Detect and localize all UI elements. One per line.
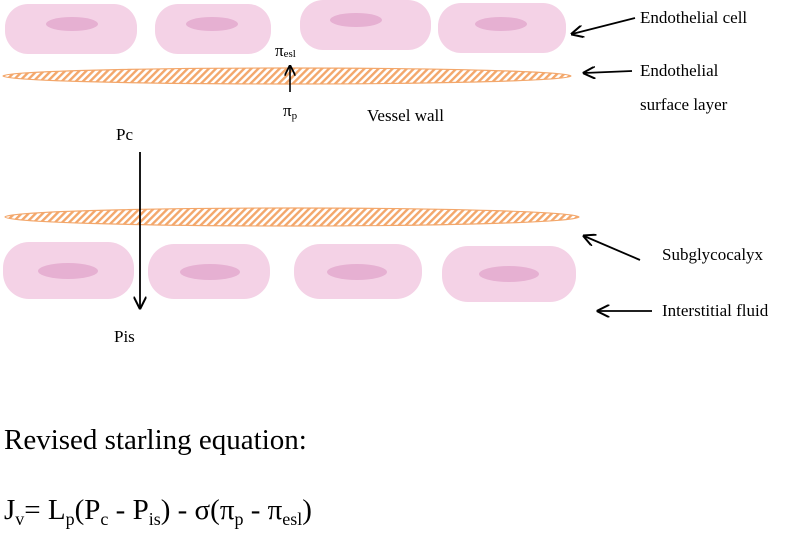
surface-layer-label-line1: Endothelial [640, 61, 719, 80]
top-cell-row [5, 0, 566, 54]
endothelial-cell [438, 3, 566, 53]
pi-p-label: πp [283, 101, 298, 122]
bottom-surface-layer [4, 207, 580, 227]
endothelial-cell [148, 244, 270, 299]
equation-title: Revised starling equation: [4, 424, 307, 456]
interstitial-fluid-label: Interstitial fluid [662, 301, 769, 320]
surface-layer-label-line2: surface layer [640, 95, 728, 114]
endothelial-cell [5, 4, 137, 54]
endothelial-cell [3, 242, 134, 299]
endothelial-cell [442, 246, 576, 302]
top-surface-layer [2, 67, 572, 85]
capillary-pressure-label: Pc [116, 125, 133, 144]
subglycocalyx-label: Subglycocalyx [662, 245, 764, 264]
endothelial-cell-label: Endothelial cell [640, 8, 748, 27]
endothelial-cell [155, 4, 271, 54]
endothelial-cell-pointer [572, 17, 636, 34]
interstitial-pressure-label: Pis [114, 327, 135, 346]
subglycocalyx-pointer [584, 236, 641, 261]
pi-esl-label: πesl [275, 41, 296, 60]
vessel-wall-label: Vessel wall [367, 106, 444, 125]
bottom-cell-row [3, 242, 576, 302]
endothelial-cell [300, 0, 431, 50]
revised-starling-equation: Jv= Lp(Pc - Pis) - σ(πp - πesl) [4, 494, 312, 529]
surface-layer-pointer [584, 71, 633, 73]
endothelial-cell [294, 244, 422, 299]
